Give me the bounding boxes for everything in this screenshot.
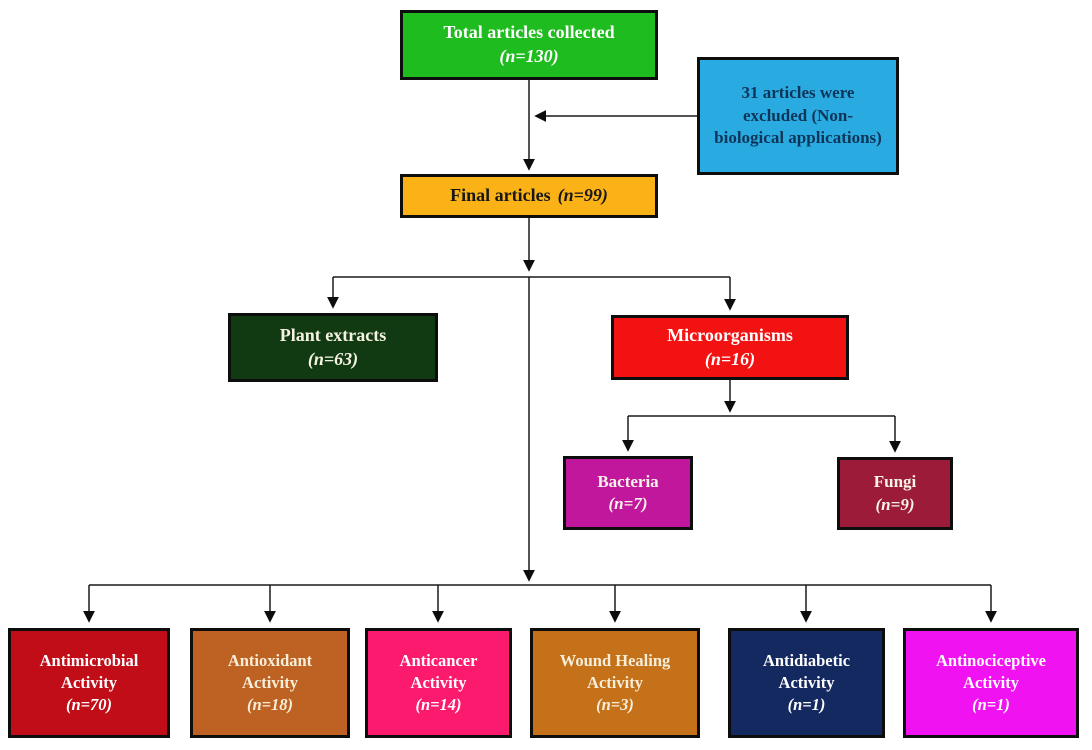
node-antimicrobial-activity: Antimicrobial Activity (n=70) xyxy=(8,628,170,738)
node-count: (n=16) xyxy=(704,348,756,369)
node-label: Antinociceptive Activity xyxy=(936,651,1046,693)
node-bacteria: Bacteria (n=7) xyxy=(563,456,693,530)
node-plant-extracts: Plant extracts (n=63) xyxy=(228,313,438,382)
node-count: (n=1) xyxy=(787,694,826,714)
node-antinociceptive-activity: Antinociceptive Activity (n=1) xyxy=(903,628,1079,738)
node-label: Bacteria xyxy=(597,471,659,491)
node-count: (n=1) xyxy=(972,694,1010,714)
node-label: 31 articles were excluded (Non-biologica… xyxy=(714,83,882,148)
node-count: (n=7) xyxy=(608,494,648,513)
node-count: (n=70) xyxy=(65,694,113,714)
node-count: (n=14) xyxy=(415,694,462,714)
node-microorganisms: Microorganisms (n=16) xyxy=(611,315,849,380)
node-label: Antimicrobial Activity xyxy=(39,651,139,693)
node-fungi: Fungi (n=9) xyxy=(837,457,953,530)
node-label: Plant extracts xyxy=(279,324,387,345)
node-antioxidant-activity: Antioxidant Activity (n=18) xyxy=(190,628,350,738)
node-count: (n=99) xyxy=(557,185,608,206)
node-label: Microorganisms xyxy=(667,324,793,345)
node-label: Antioxidant Activity xyxy=(227,651,313,693)
node-count: (n=63) xyxy=(307,348,359,369)
node-antidiabetic-activity: Antidiabetic Activity (n=1) xyxy=(728,628,885,738)
node-label: Total articles collected xyxy=(443,22,615,43)
node-total-articles: Total articles collected (n=130) xyxy=(400,10,658,80)
node-final-articles: Final articles (n=99) xyxy=(400,174,658,218)
node-label: Fungi xyxy=(873,472,917,492)
node-label: Wound Healing Activity xyxy=(559,651,671,693)
node-count: (n=3) xyxy=(596,694,634,714)
node-count: (n=18) xyxy=(246,694,294,714)
node-wound-healing-activity: Wound Healing Activity (n=3) xyxy=(530,628,700,738)
node-label: Antidiabetic Activity xyxy=(762,651,851,693)
node-count: (n=9) xyxy=(875,494,915,514)
node-count: (n=130) xyxy=(499,46,559,66)
node-anticancer-activity: Anticancer Activity (n=14) xyxy=(365,628,512,738)
node-excluded-articles: 31 articles were excluded (Non-biologica… xyxy=(697,57,899,175)
node-label: Final articles xyxy=(450,185,551,206)
node-label: Anticancer Activity xyxy=(399,651,478,693)
